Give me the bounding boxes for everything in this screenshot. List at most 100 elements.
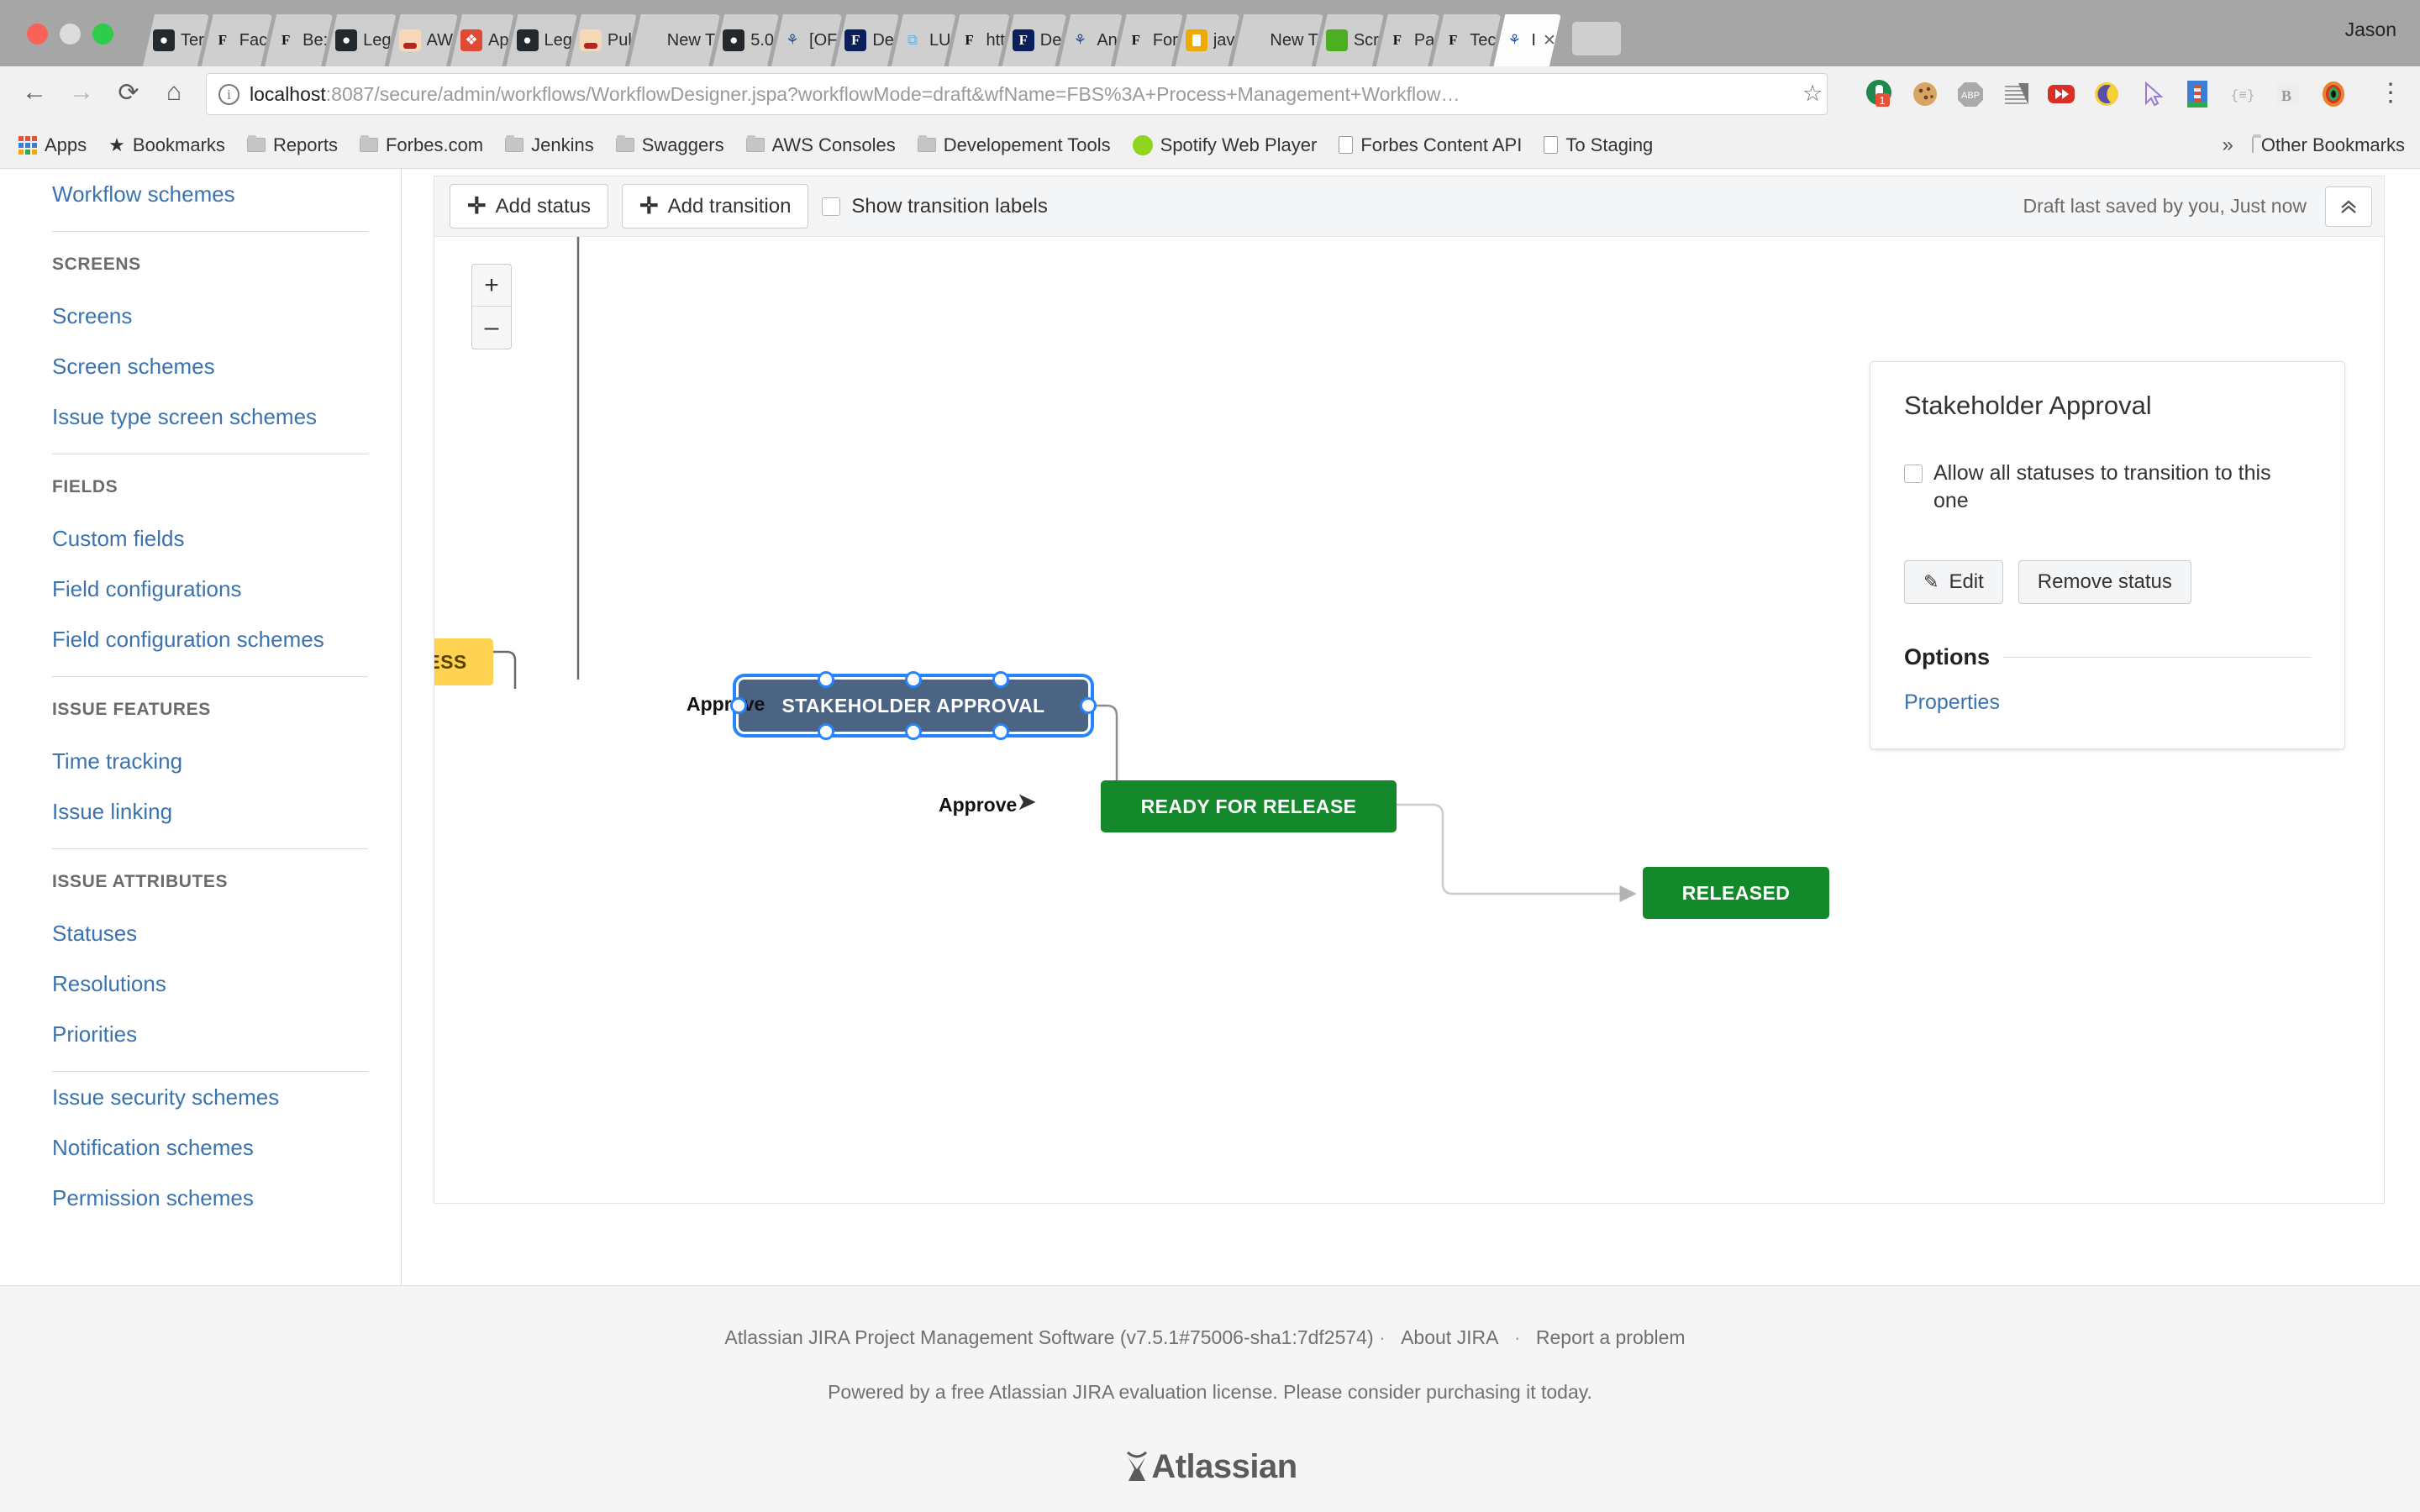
sidebar-item-screen-schemes[interactable]: Screen schemes bbox=[52, 354, 215, 379]
remove-status-button[interactable]: Remove status bbox=[2018, 560, 2191, 604]
workflow-node-in-progress[interactable]: ESS bbox=[434, 638, 493, 685]
sidebar-item-workflow-schemes[interactable]: Workflow schemes bbox=[52, 181, 235, 207]
browser-tab-4[interactable]: AW bbox=[389, 14, 458, 66]
sidebar-item-resolutions[interactable]: Resolutions bbox=[52, 971, 166, 996]
extension-icon-cookie[interactable] bbox=[1909, 78, 1941, 110]
browser-tab-9[interactable]: ●5.0 bbox=[713, 14, 779, 66]
extension-icon-lighthouse[interactable] bbox=[2181, 78, 2213, 110]
browser-tab-19[interactable]: Scr bbox=[1316, 14, 1384, 66]
sidebar-item-issue-security-schemes[interactable]: Issue security schemes bbox=[52, 1084, 280, 1110]
back-icon[interactable]: ← bbox=[22, 78, 47, 106]
workflow-node-released[interactable]: RELEASED bbox=[1643, 867, 1829, 919]
extension-icon-bitbucket[interactable]: B bbox=[2272, 78, 2304, 110]
bookmark-jenkins[interactable]: Jenkins bbox=[505, 134, 594, 156]
resize-handle-extra-0[interactable] bbox=[818, 671, 834, 688]
bookmark-apps[interactable]: Apps bbox=[18, 134, 87, 156]
site-info-icon[interactable]: i bbox=[218, 83, 239, 105]
transition-label-0[interactable]: Approve bbox=[687, 693, 765, 715]
show-transition-labels-checkbox[interactable] bbox=[822, 197, 841, 216]
sidebar-item-field-configurations[interactable]: Field configurations bbox=[52, 576, 242, 601]
extension-icon-lines[interactable] bbox=[2000, 78, 2032, 110]
sidebar-item-notification-schemes[interactable]: Notification schemes bbox=[52, 1135, 254, 1160]
home-icon[interactable]: ⌂ bbox=[166, 78, 182, 106]
sidebar-item-priorities[interactable]: Priorities bbox=[52, 1021, 138, 1047]
about-jira-link[interactable]: About JIRA bbox=[1401, 1326, 1499, 1348]
zoom-out-button[interactable]: – bbox=[484, 313, 499, 341]
bookmark-bookmarks[interactable]: ★Bookmarks bbox=[108, 134, 225, 156]
workflow-node-ready-for-release[interactable]: READY FOR RELEASE bbox=[1101, 780, 1397, 832]
browser-tab-7[interactable]: Pul bbox=[570, 14, 637, 66]
extension-icon-cursor[interactable] bbox=[2136, 78, 2168, 110]
sidebar-item-field-configuration-schemes[interactable]: Field configuration schemes bbox=[52, 627, 324, 652]
bookmark-swaggers[interactable]: Swaggers bbox=[615, 134, 724, 156]
profile-name[interactable]: Jason bbox=[2344, 18, 2396, 40]
extension-icon-1password[interactable]: 1 bbox=[1864, 78, 1896, 110]
forward-icon[interactable]: → bbox=[69, 78, 94, 106]
resize-handle-extra-2[interactable] bbox=[818, 723, 834, 740]
workflow-node-stakeholder-approval[interactable]: STAKEHOLDER APPROVAL bbox=[739, 680, 1088, 732]
sidebar-item-issue-type-screen-schemes[interactable]: Issue type screen schemes bbox=[52, 404, 318, 429]
resize-handle-n[interactable] bbox=[905, 671, 922, 688]
browser-tab-5[interactable]: ❖Ap bbox=[450, 14, 513, 66]
extension-icon-night-mode[interactable] bbox=[2091, 78, 2123, 110]
bookmark-star-icon[interactable]: ☆ bbox=[1802, 81, 1823, 106]
maximize-window-button[interactable] bbox=[92, 24, 113, 45]
tab-close-icon[interactable]: ✕ bbox=[1542, 31, 1556, 50]
extension-icon-fastforward[interactable] bbox=[2045, 78, 2077, 110]
bookmark-aws-consoles[interactable]: AWS Consoles bbox=[745, 134, 896, 156]
properties-link[interactable]: Properties bbox=[1904, 690, 2000, 714]
minimize-window-button[interactable] bbox=[60, 24, 81, 45]
close-window-button[interactable] bbox=[27, 24, 48, 45]
allow-all-statuses-row[interactable]: Allow all statuses to transition to this… bbox=[1904, 459, 2311, 515]
browser-tab-15[interactable]: ⚘An bbox=[1059, 14, 1122, 66]
bookmark-forbes-content-api[interactable]: Forbes Content API bbox=[1339, 134, 1522, 156]
other-bookmarks-label[interactable]: Other Bookmarks bbox=[2260, 134, 2405, 155]
new-tab-button[interactable] bbox=[1571, 22, 1621, 55]
browser-tab-12[interactable]: ⧉LU bbox=[892, 14, 956, 66]
bookmarks-overflow-icon[interactable]: » bbox=[2222, 133, 2233, 156]
show-transition-labels-toggle[interactable]: Show transition labels bbox=[822, 195, 1048, 218]
edit-status-button[interactable]: ✎ Edit bbox=[1904, 560, 2003, 604]
resize-handle-e[interactable] bbox=[1080, 697, 1097, 714]
extension-icon-json-formatter[interactable]: {≡} bbox=[2227, 78, 2259, 110]
sidebar-item-issue-linking[interactable]: Issue linking bbox=[52, 799, 173, 824]
browser-tab-22[interactable]: ⚘I✕ bbox=[1493, 14, 1560, 66]
zoom-in-button[interactable]: + bbox=[472, 265, 511, 307]
sidebar-item-permission-schemes[interactable]: Permission schemes bbox=[52, 1185, 254, 1210]
bookmark-to-staging[interactable]: To Staging bbox=[1544, 134, 1653, 156]
workflow-canvas[interactable]: + – bbox=[434, 236, 2385, 1204]
bookmark-forbes-com[interactable]: Forbes.com bbox=[359, 134, 483, 156]
bookmark-spotify-web-player[interactable]: Spotify Web Player bbox=[1132, 134, 1317, 156]
browser-tab-18[interactable]: New T bbox=[1232, 14, 1323, 66]
resize-handle-extra-3[interactable] bbox=[992, 723, 1009, 740]
browser-tab-3[interactable]: ●Leg bbox=[325, 14, 396, 66]
allow-all-statuses-checkbox[interactable] bbox=[1904, 465, 1923, 483]
browser-tab-6[interactable]: ●Leg bbox=[507, 14, 577, 66]
transition-label-1[interactable]: Approve bbox=[939, 794, 1018, 816]
extension-icon-adblock-plus[interactable]: ABP bbox=[1954, 78, 1986, 110]
add-transition-button[interactable]: ✛ Add transition bbox=[622, 184, 809, 228]
browser-tab-8[interactable]: New T bbox=[629, 14, 720, 66]
bookmark-reports[interactable]: Reports bbox=[246, 134, 338, 156]
resize-handle-extra-1[interactable] bbox=[992, 671, 1009, 688]
sidebar-item-statuses[interactable]: Statuses bbox=[52, 921, 138, 946]
browser-tab-0[interactable]: ●Ter bbox=[143, 14, 209, 66]
bookmark-developement-tools[interactable]: Developement Tools bbox=[917, 134, 1111, 156]
chrome-menu-icon[interactable]: ⋮ bbox=[2378, 79, 2403, 107]
address-bar[interactable]: i localhost:8087/secure/admin/workflows/… bbox=[206, 73, 1828, 115]
report-problem-link[interactable]: Report a problem bbox=[1535, 1326, 1686, 1348]
collapse-toolbar-button[interactable] bbox=[2325, 186, 2372, 227]
resize-handle-s[interactable] bbox=[905, 723, 922, 740]
sidebar-item-screens[interactable]: Screens bbox=[52, 303, 133, 328]
sidebar-item-time-tracking[interactable]: Time tracking bbox=[52, 748, 183, 774]
resize-handle-w[interactable] bbox=[730, 697, 747, 714]
sidebar-item-custom-fields[interactable]: Custom fields bbox=[52, 526, 185, 551]
